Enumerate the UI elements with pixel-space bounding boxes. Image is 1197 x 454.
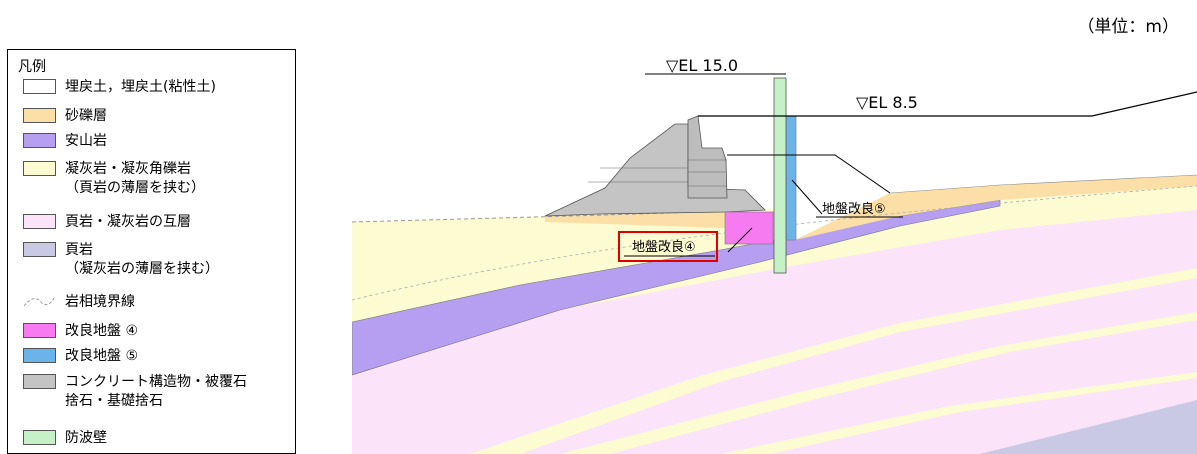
unit-label: （単位：m） bbox=[1077, 17, 1179, 37]
improved-4-highlight bbox=[618, 231, 718, 262]
seawall bbox=[773, 77, 787, 274]
leader-improved-5 bbox=[791, 179, 823, 215]
gravel-top-line bbox=[889, 174, 1197, 194]
improved-ground-5 bbox=[785, 115, 797, 241]
legend-label-tuff: 凝灰岩・凝灰角礫岩 （頁岩の薄層を挟む） bbox=[65, 161, 205, 196]
legend-item-seawall: 防波壁 bbox=[23, 429, 107, 448]
legend-item-improved-4: 改良地盤 ④ bbox=[23, 322, 138, 341]
improved-ground-4 bbox=[724, 211, 774, 245]
rock-boundary-line bbox=[352, 210, 721, 223]
legend-item-shale-tuff: 頁岩・凝灰岩の互層 bbox=[23, 213, 191, 232]
legend-swatch-shale-tuff bbox=[23, 214, 56, 229]
legend-swatch-andesite bbox=[23, 133, 56, 148]
layer-shale bbox=[980, 400, 1197, 454]
layer-gravel-right bbox=[795, 175, 1197, 240]
legend-swatch-concrete bbox=[23, 374, 56, 389]
improved-5-label: 地盤改良⑤ bbox=[822, 201, 886, 217]
layer-gravel bbox=[545, 212, 725, 228]
legend-swatch-tuff bbox=[23, 161, 56, 176]
legend-swatch-backfill bbox=[23, 79, 56, 94]
el-high-label: ▽EL 15.0 bbox=[666, 56, 738, 75]
legend-label-andesite: 安山岩 bbox=[65, 133, 107, 149]
legend-item-boundary-line: 岩相境界線 bbox=[23, 293, 135, 312]
leader-improved-4 bbox=[727, 227, 753, 253]
concrete-structure bbox=[544, 123, 766, 217]
legend-box: 凡例 埋戻土，埋戻土(粘性土) 砂礫層 安山岩 凝灰岩・凝灰角礫岩 （頁岩の薄層… bbox=[7, 49, 296, 454]
legend-swatch-seawall bbox=[23, 430, 56, 445]
band-tuff-2 bbox=[560, 312, 1197, 454]
legend-label-shale-tuff: 頁岩・凝灰岩の互層 bbox=[65, 214, 191, 230]
band-tuff-3 bbox=[720, 372, 1197, 454]
concrete-block bbox=[687, 115, 728, 199]
legend-title: 凡例 bbox=[18, 59, 46, 75]
legend-item-andesite: 安山岩 bbox=[23, 132, 107, 151]
el-low-label: ▽EL 8.5 bbox=[856, 93, 918, 112]
legend-item-concrete: コンクリート構造物・被覆石 捨石・基礎捨石 bbox=[23, 373, 247, 411]
legend-swatch-improved-5 bbox=[23, 348, 56, 363]
legend-label-backfill: 埋戻土，埋戻土(粘性土) bbox=[65, 79, 216, 95]
boundary-line-icon bbox=[23, 295, 56, 307]
legend-item-backfill: 埋戻土，埋戻土(粘性土) bbox=[23, 78, 216, 97]
legend-label-shale: 頁岩 （凝灰岩の薄層を挟む） bbox=[65, 242, 219, 277]
legend-swatch-improved-4 bbox=[23, 323, 56, 338]
legend-label-concrete: コンクリート構造物・被覆石 捨石・基礎捨石 bbox=[65, 374, 247, 409]
legend-item-shale: 頁岩 （凝灰岩の薄層を挟む） bbox=[23, 241, 219, 279]
legend-label-improved-4: 改良地盤 ④ bbox=[65, 323, 139, 339]
layer-backfill bbox=[795, 92, 1197, 240]
legend-swatch-gravel bbox=[23, 108, 56, 123]
legend-item-improved-5: 改良地盤 ⑤ bbox=[23, 347, 138, 366]
legend-label-seawall: 防波壁 bbox=[65, 430, 107, 446]
band-tuff-1 bbox=[470, 268, 1197, 454]
improved-4-label: 地盤改良④ bbox=[632, 239, 696, 255]
legend-swatch-shale bbox=[23, 242, 56, 257]
legend-label-improved-5: 改良地盤 ⑤ bbox=[65, 348, 139, 364]
backfill-boundary-line bbox=[727, 154, 891, 194]
legend-label-boundary-line: 岩相境界線 bbox=[65, 294, 135, 310]
legend-item-tuff: 凝灰岩・凝灰角礫岩 （頁岩の薄層を挟む） bbox=[23, 160, 205, 198]
layer-shale-tuff bbox=[352, 210, 1197, 454]
legend-item-gravel: 砂礫層 bbox=[23, 107, 107, 126]
ground-surface-line bbox=[698, 91, 1197, 117]
legend-label-gravel: 砂礫層 bbox=[65, 108, 107, 124]
